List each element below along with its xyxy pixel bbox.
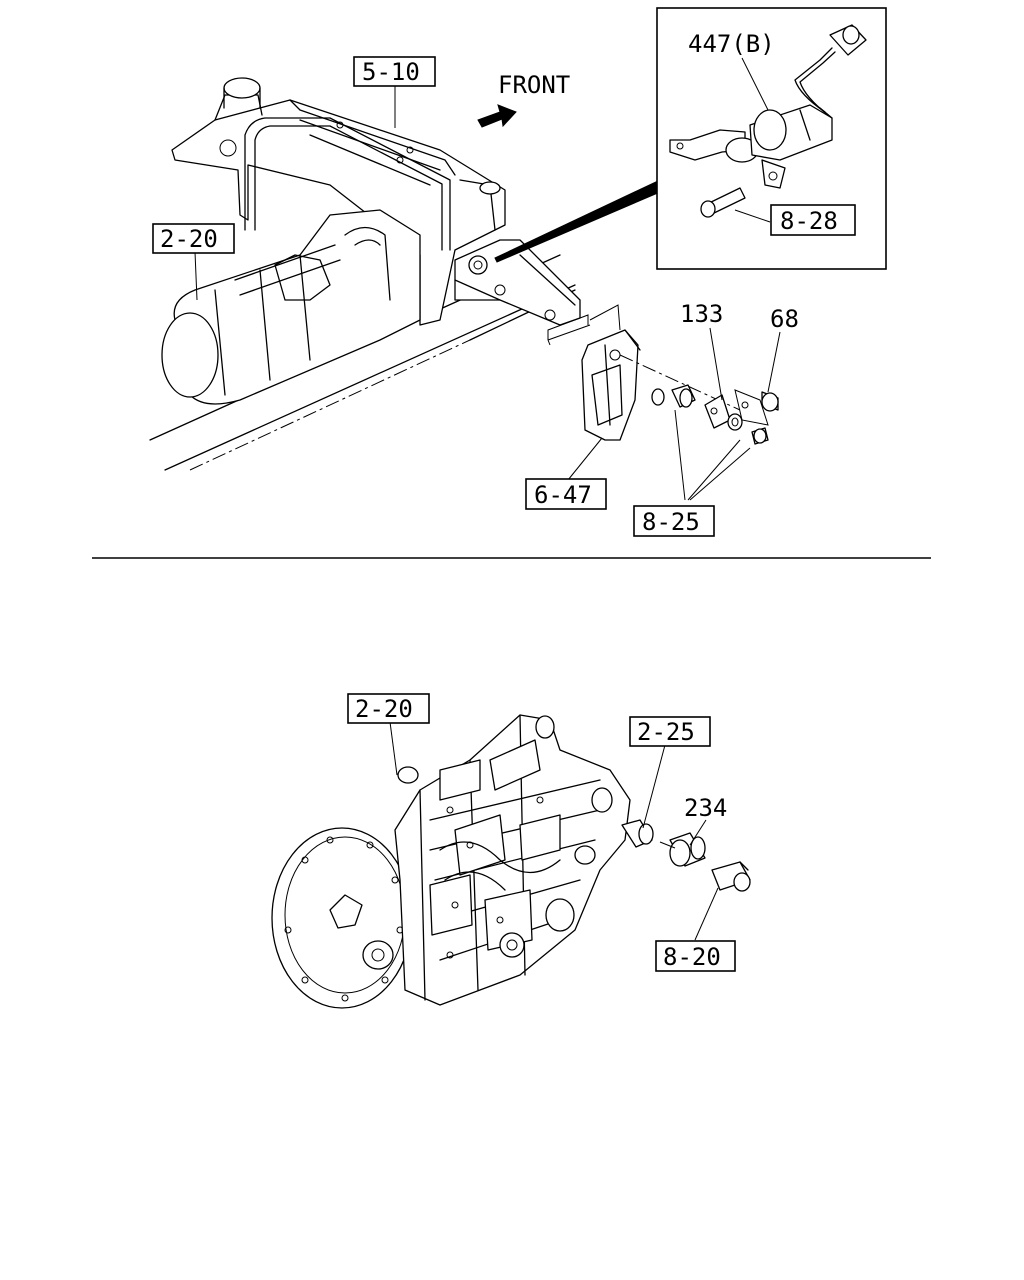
front-label: FRONT xyxy=(498,71,570,99)
switch-assembly-133 xyxy=(619,354,741,429)
lower-leaders xyxy=(389,721,719,941)
ref-8-20-label: 8-20 xyxy=(663,943,721,971)
fasteners-68-8-25 xyxy=(727,389,779,445)
connector-8-20 xyxy=(711,861,751,892)
bracket-6-47 xyxy=(547,304,641,441)
part-234-label: 234 xyxy=(684,794,727,822)
tubing xyxy=(244,117,501,251)
ref-2-20-lower-label: 2-20 xyxy=(355,695,413,723)
part-447b-label: 447(B) xyxy=(688,30,775,58)
ref-5-10-label: 5-10 xyxy=(362,58,420,86)
detail-leader xyxy=(494,179,661,263)
ref-2-20-label: 2-20 xyxy=(160,225,218,253)
transmission xyxy=(161,209,421,405)
lower-labels: 2-20 2-25 234 8-20 xyxy=(347,693,736,972)
part-133-label: 133 xyxy=(680,300,723,328)
lower-illustration: 2-20 2-25 234 8-20 xyxy=(271,693,751,1009)
ref-8-25-label: 8-25 xyxy=(642,508,700,536)
upper-illustration: FRONT xyxy=(149,7,887,537)
ref-8-28-label: 8-28 xyxy=(780,207,838,235)
upper-labels: 5-10 2-20 447(B) 8-28 133 68 6-47 8-25 xyxy=(152,30,856,537)
front-arrow-icon xyxy=(477,104,517,128)
switch-234 xyxy=(621,819,706,867)
transmission-case xyxy=(394,714,631,1006)
ref-2-25-label: 2-25 xyxy=(637,718,695,746)
upper-leaders xyxy=(194,85,781,501)
ref-6-47-label: 6-47 xyxy=(534,481,592,509)
bell-housing xyxy=(271,827,413,1009)
part-68-label: 68 xyxy=(770,305,799,333)
